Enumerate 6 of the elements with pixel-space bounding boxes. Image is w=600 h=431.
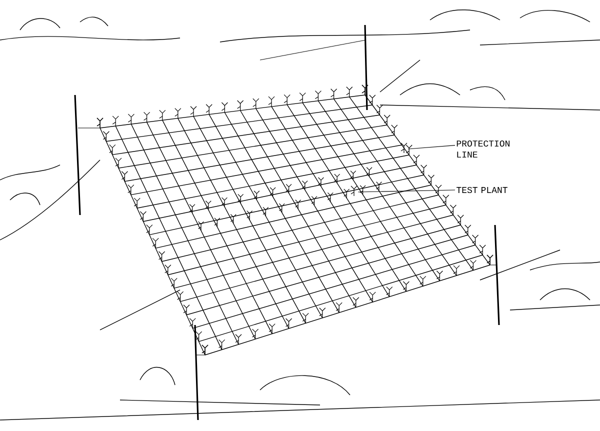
plant-icon bbox=[400, 142, 408, 154]
label: TEST PLANT bbox=[456, 186, 508, 194]
plant-icon bbox=[350, 186, 358, 196]
leader-line bbox=[408, 144, 456, 150]
leader-line bbox=[358, 190, 456, 192]
label: PROTECTION LINE bbox=[456, 140, 510, 158]
